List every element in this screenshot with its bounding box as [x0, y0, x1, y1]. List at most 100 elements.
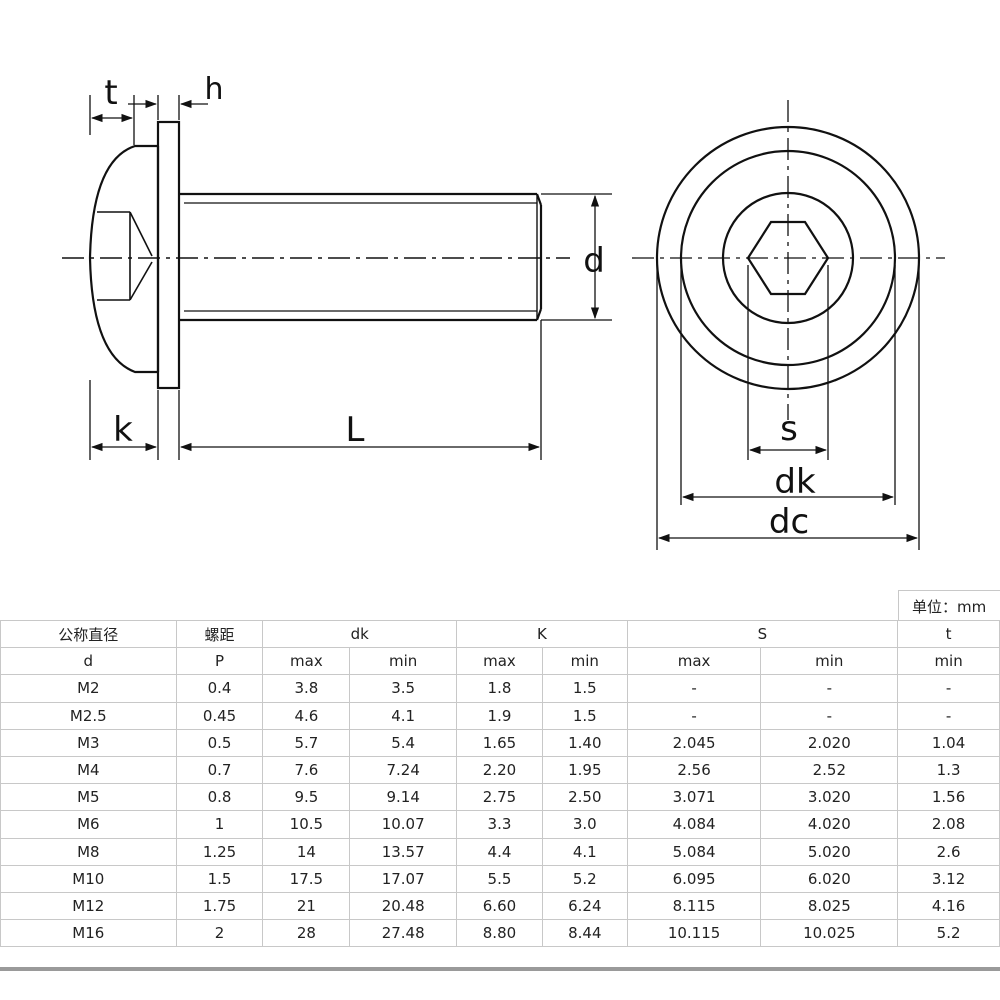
cell-k-min: 1.40 [541, 728, 628, 757]
cell-pitch: 2 [175, 919, 264, 948]
cell-k-max: 6.60 [456, 891, 543, 921]
cell-k-max: 1.65 [456, 728, 543, 757]
cell-s-min: 6.020 [760, 864, 899, 893]
label-t: t [104, 73, 117, 113]
cell-s-min: 2.52 [760, 755, 899, 785]
cell-s-min: - [760, 701, 899, 730]
cell-dk-min: 17.07 [349, 864, 458, 893]
cell-size: M5 [0, 783, 177, 812]
header-k-max: max [456, 647, 543, 676]
cell-size: M4 [0, 755, 177, 785]
label-L: L [346, 410, 365, 450]
cell-s-min: 8.025 [760, 891, 899, 921]
cell-pitch: 1.25 [175, 837, 264, 866]
cell-k-min: 2.50 [541, 783, 628, 812]
cell-size: M6 [0, 810, 177, 839]
cell-dk-max: 3.8 [262, 674, 351, 703]
cell-s-min: 4.020 [760, 810, 899, 839]
header-d: d [0, 647, 177, 676]
bottom-divider [0, 967, 1000, 971]
cell-k-max: 2.75 [456, 783, 543, 812]
cell-dk-max: 28 [262, 919, 351, 948]
cell-size: M12 [0, 891, 177, 921]
cell-size: M8 [0, 837, 177, 866]
cell-k-min: 1.95 [541, 755, 628, 785]
cell-dk-max: 5.7 [262, 728, 351, 757]
label-h: h [204, 72, 223, 107]
cell-dk-min: 9.14 [349, 783, 458, 812]
header-t-min: min [897, 647, 1000, 676]
cell-pitch: 1 [175, 810, 264, 839]
label-dk: dk [774, 462, 816, 502]
cell-s-max: - [626, 674, 762, 703]
spec-table: 公称直径 螺距 dk K S t d P max min max min max… [0, 619, 1000, 948]
cell-k-max: 2.20 [456, 755, 543, 785]
cell-t-min: 2.08 [897, 810, 1000, 839]
header-row-1: 公称直径 螺距 dk K S t [0, 619, 1000, 649]
cell-dk-min: 20.48 [349, 891, 458, 921]
unit-box [898, 590, 1000, 621]
cell-size: M2 [0, 674, 177, 703]
cell-s-min: 2.020 [760, 728, 899, 757]
cell-s-max: 2.045 [626, 728, 762, 757]
cell-k-max: 1.9 [456, 701, 543, 730]
header-nominal: 公称直径 [0, 619, 177, 649]
cell-dk-min: 4.1 [349, 701, 458, 730]
cell-k-min: 3.0 [541, 810, 628, 839]
cell-size: M3 [0, 728, 177, 757]
header-dk: dk [262, 619, 458, 649]
cell-s-max: 4.084 [626, 810, 762, 839]
label-s: s [780, 409, 798, 449]
cell-dk-min: 5.4 [349, 728, 458, 757]
cell-dk-max: 7.6 [262, 755, 351, 785]
cell-k-min: 5.2 [541, 864, 628, 893]
cell-k-max: 1.8 [456, 674, 543, 703]
header-s-min: min [760, 647, 899, 676]
cell-k-max: 8.80 [456, 919, 543, 948]
cell-pitch: 0.5 [175, 728, 264, 757]
cell-t-min: - [897, 701, 1000, 730]
cell-dk-max: 17.5 [262, 864, 351, 893]
cell-t-min: 5.2 [897, 919, 1000, 948]
cell-dk-min: 3.5 [349, 674, 458, 703]
cell-k-min: 1.5 [541, 701, 628, 730]
flange [156, 120, 181, 390]
header-dk-max: max [262, 647, 351, 676]
label-dc: dc [769, 502, 809, 542]
cell-dk-max: 21 [262, 891, 351, 921]
header-k-min: min [541, 647, 628, 676]
cell-k-min: 1.5 [541, 674, 628, 703]
screw-technical-drawing: t h k L d s dk dc [62, 72, 945, 550]
label-k: k [113, 410, 133, 450]
cell-t-min: 3.12 [897, 864, 1000, 893]
cell-t-min: 4.16 [897, 891, 1000, 921]
cell-s-min: 3.020 [760, 783, 899, 812]
cell-pitch: 1.5 [175, 864, 264, 893]
cell-s-max: 5.084 [626, 837, 762, 866]
cell-dk-max: 10.5 [262, 810, 351, 839]
cell-dk-min: 27.48 [349, 919, 458, 948]
cell-dk-min: 10.07 [349, 810, 458, 839]
cell-s-max: 10.115 [626, 919, 762, 948]
cell-k-max: 4.4 [456, 837, 543, 866]
cell-pitch: 0.45 [175, 701, 264, 730]
cell-s-max: 6.095 [626, 864, 762, 893]
cell-k-max: 5.5 [456, 864, 543, 893]
header-p: P [175, 647, 264, 676]
header-pitch: 螺距 [175, 619, 264, 649]
cell-dk-min: 13.57 [349, 837, 458, 866]
top-view [632, 100, 945, 550]
header-t: t [897, 619, 1000, 649]
cell-s-min: 5.020 [760, 837, 899, 866]
cell-pitch: 0.8 [175, 783, 264, 812]
cell-s-max: 8.115 [626, 891, 762, 921]
cell-k-max: 3.3 [456, 810, 543, 839]
